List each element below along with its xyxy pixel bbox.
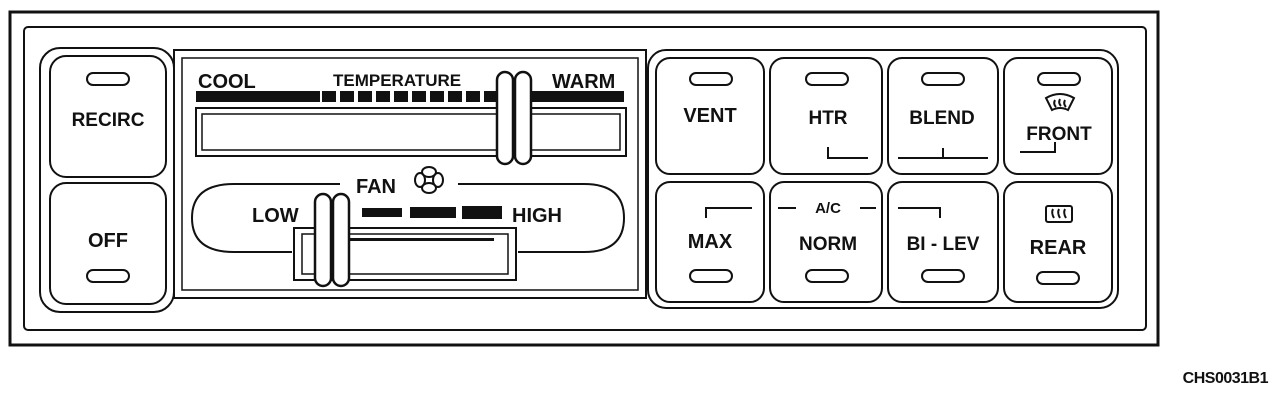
- max-bracket: [705, 207, 752, 218]
- vent-button[interactable]: VENT: [655, 57, 765, 175]
- blend-button[interactable]: BLEND: [887, 57, 999, 175]
- front-defrost-icon: [1044, 93, 1076, 112]
- blend-bracket: [898, 148, 988, 159]
- fan-slider-knob[interactable]: [313, 192, 351, 288]
- temp-warm-label: WARM: [552, 71, 615, 93]
- front-label: FRONT: [1026, 124, 1092, 145]
- mode-button-group: [647, 49, 1119, 309]
- rear-defrost-button[interactable]: REAR: [1003, 181, 1113, 303]
- rear-label: REAR: [1030, 237, 1087, 259]
- norm-label: NORM: [799, 234, 857, 255]
- fan-high-label: HIGH: [512, 205, 562, 227]
- off-button[interactable]: OFF: [49, 182, 167, 305]
- recirc-label: RECIRC: [72, 110, 145, 131]
- bilev-bracket: [898, 207, 941, 218]
- htr-button[interactable]: HTR: [769, 57, 883, 175]
- fan-section-outline: [190, 183, 626, 253]
- fan-icon: [414, 166, 444, 194]
- blend-indicator-light: [921, 72, 965, 86]
- front-defrost-button[interactable]: FRONT: [1003, 57, 1113, 175]
- temp-title: TEMPERATURE: [333, 71, 461, 90]
- rear-indicator-light: [1036, 271, 1080, 285]
- htr-label: HTR: [808, 108, 847, 129]
- ac-norm-button[interactable]: A/C NORM: [769, 181, 883, 303]
- rear-defrost-icon: [1045, 205, 1073, 223]
- front-indicator-light: [1037, 72, 1081, 86]
- max-label: MAX: [688, 231, 733, 253]
- off-label: OFF: [88, 230, 128, 252]
- norm-indicator-light: [805, 269, 849, 283]
- ac-label: A/C: [815, 200, 841, 217]
- front-bracket: [1020, 142, 1056, 153]
- vent-label: VENT: [683, 105, 736, 127]
- fan-speed-bars: [362, 206, 502, 219]
- temp-scale-cool-bar: [196, 91, 320, 102]
- bilev-button[interactable]: BI - LEV: [887, 181, 999, 303]
- max-indicator-light: [689, 269, 733, 283]
- recirc-indicator-light: [86, 72, 130, 86]
- fan-title: FAN: [356, 176, 396, 198]
- fan-low-label: LOW: [252, 205, 299, 227]
- figure-code: CHS0031B1: [1182, 370, 1269, 387]
- recirc-button[interactable]: RECIRC: [49, 55, 167, 178]
- temp-scale-warm-bar: [532, 91, 624, 102]
- max-button[interactable]: MAX: [655, 181, 765, 303]
- temperature-slider-track: [195, 107, 627, 157]
- off-indicator-light: [86, 269, 130, 283]
- htr-indicator-light: [805, 72, 849, 86]
- htr-bracket: [827, 147, 868, 159]
- bilev-label: BI - LEV: [907, 234, 980, 255]
- temperature-slider-knob[interactable]: [495, 70, 533, 166]
- bilev-indicator-light: [921, 269, 965, 283]
- temp-cool-label: COOL: [198, 71, 256, 93]
- vent-indicator-light: [689, 72, 733, 86]
- temp-scale-segments: [322, 91, 496, 102]
- blend-label: BLEND: [909, 108, 974, 129]
